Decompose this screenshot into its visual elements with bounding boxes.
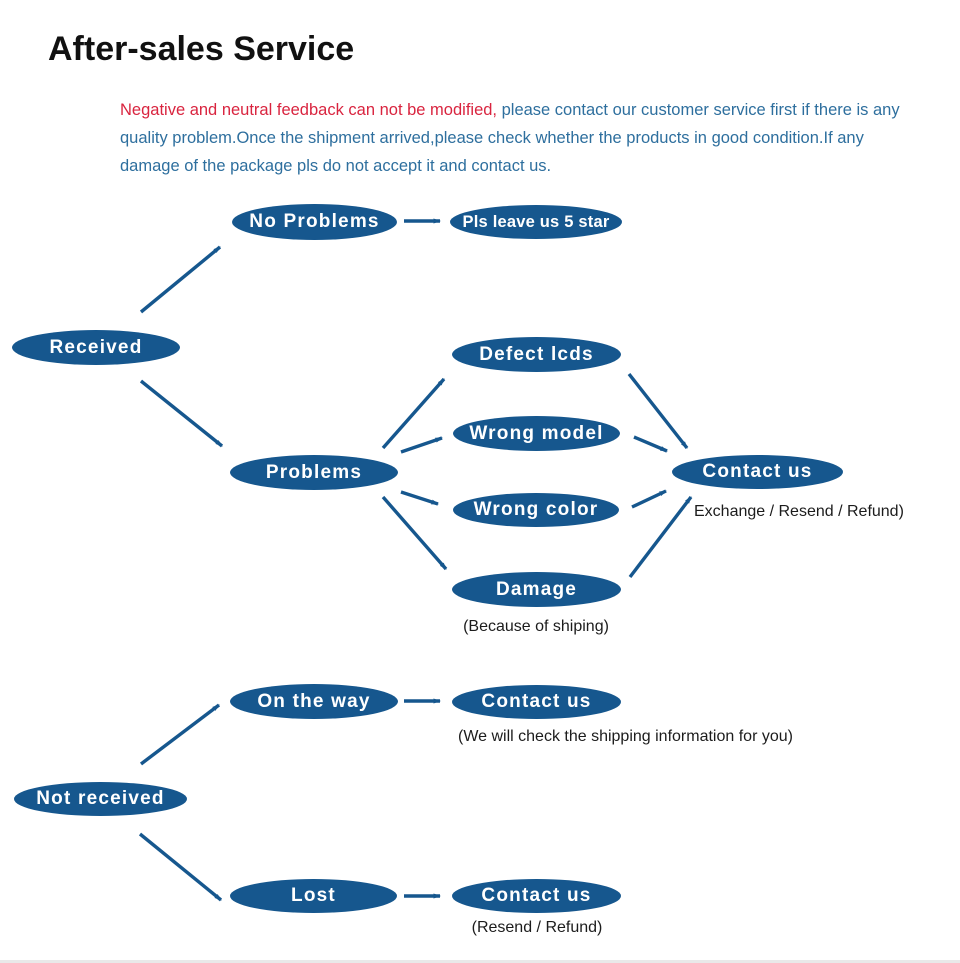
node-no-problems: No Problems — [232, 204, 397, 240]
node-contact-us-lost: Contact us — [452, 879, 621, 913]
arrow-problems-to-defect-lcds — [381, 377, 446, 450]
node-on-the-way: On the way — [230, 684, 398, 719]
arrow-not-received-to-lost — [138, 832, 223, 902]
page-title: After-sales Service — [48, 30, 355, 68]
node-defect-lcds: Defect lcds — [452, 337, 621, 372]
caption-damage-reason: (Because of shiping) — [463, 618, 609, 635]
arrow-defect-lcds-to-contact — [627, 372, 689, 450]
node-contact-us-problems: Contact us — [672, 455, 843, 489]
arrow-received-to-problems — [139, 379, 224, 448]
caption-lost-options: (Resend / Refund) — [471, 919, 603, 936]
caption-on-the-way-note: (We will check the shipping information … — [458, 728, 793, 745]
arrow-wrong-color-to-contact — [631, 489, 667, 509]
arrow-received-to-no-problems — [139, 245, 222, 314]
notice-text: Negative and neutral feedback can not be… — [120, 96, 925, 180]
node-wrong-model: Wrong model — [453, 416, 620, 451]
node-wrong-color: Wrong color — [453, 493, 619, 527]
arrow-problems-to-wrong-color — [400, 490, 439, 506]
arrow-wrong-model-to-contact — [633, 435, 668, 453]
node-problems: Problems — [230, 455, 398, 490]
caption-contact-options: Exchange / Resend / Refund) — [694, 503, 904, 520]
arrow-problems-to-damage — [381, 495, 448, 571]
notice-highlight: Negative and neutral feedback can not be… — [120, 101, 498, 119]
node-received: Received — [12, 330, 180, 365]
arrow-not-received-to-on-the-way — [139, 703, 221, 766]
notice-rest: please contact our customer service firs… — [120, 101, 900, 175]
node-lost: Lost — [230, 879, 397, 913]
node-contact-us-on-the-way: Contact us — [452, 685, 621, 719]
bottom-divider — [0, 960, 960, 963]
node-damage: Damage — [452, 572, 621, 607]
arrow-damage-to-contact — [628, 495, 693, 579]
arrow-problems-to-wrong-model — [400, 436, 443, 454]
node-five-star: Pls leave us 5 star — [450, 205, 622, 239]
node-not-received: Not received — [14, 782, 187, 816]
